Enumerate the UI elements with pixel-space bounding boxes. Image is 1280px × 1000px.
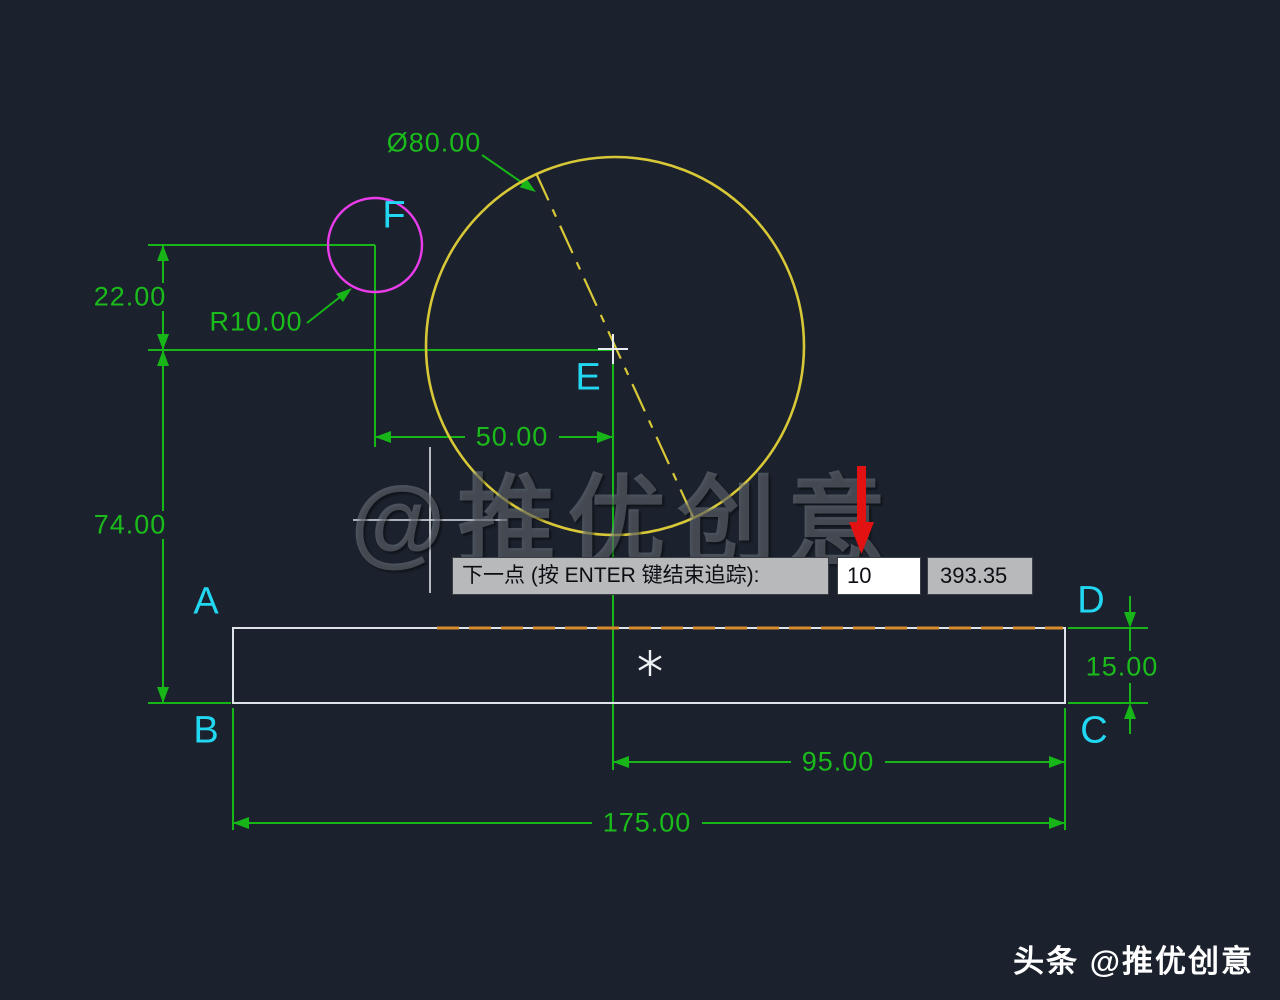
dim-74-label: 74.00 [93, 509, 167, 540]
circle-10[interactable] [326, 196, 424, 294]
dynamic-input-prompt: 下一点 (按 ENTER 键结束追踪): [452, 557, 829, 595]
dim-15-label: 15.00 [1085, 651, 1159, 682]
dynamic-input-tracking-field: 393.35 [927, 557, 1033, 595]
point-label-d: D [1077, 579, 1105, 622]
diameter-line[interactable] [534, 172, 696, 520]
crosshair-cursor [353, 447, 507, 593]
dim-radius-label: R10.00 [209, 306, 303, 337]
dim-95-label: 95.00 [801, 746, 875, 777]
point-label-f: F [382, 194, 406, 237]
dim-50-label: 50.00 [475, 421, 549, 452]
dim-22-label: 22.00 [93, 281, 167, 312]
dim-diameter-label: Ø80.00 [386, 127, 482, 158]
point-label-c: C [1080, 709, 1108, 752]
point-label-e: E [575, 356, 601, 399]
center-marker-e [598, 334, 628, 364]
byline-handle: @推优创意 [1089, 944, 1254, 979]
dynamic-input-value-field[interactable]: 10 [837, 557, 921, 595]
byline: 头条 @推优创意 [1013, 936, 1254, 981]
byline-brand: 头条 [1013, 944, 1080, 979]
circle-80[interactable] [424, 155, 806, 537]
point-label-b: B [193, 709, 219, 752]
dim-175-label: 175.00 [602, 807, 692, 838]
dimension-lines [148, 154, 1148, 830]
snap-asterisk-marker [638, 650, 662, 676]
point-label-a: A [193, 580, 219, 623]
